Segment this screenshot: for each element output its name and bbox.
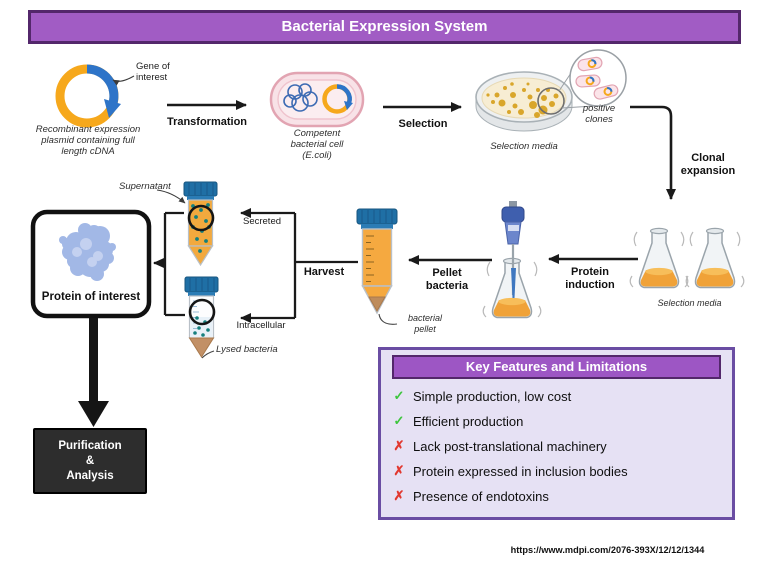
- lysed-bacteria-label: Lysed bacteria: [216, 344, 278, 355]
- protein-of-interest-label: Protein of interest: [41, 291, 141, 303]
- plasmid-icon: [55, 64, 135, 128]
- petri-dish-icon: [475, 63, 595, 132]
- step-transformation: Transformation: [166, 116, 248, 128]
- purification-analysis-box: Purification & Analysis: [33, 428, 147, 494]
- lysed-magnifier-ring: [188, 298, 216, 326]
- figure-title: Bacterial Expression System: [28, 10, 741, 44]
- cell-caption: Competent bacterial cell (E.coli): [290, 128, 344, 161]
- harvest-bracket: [240, 208, 358, 323]
- bacterial-cell-icon: [269, 71, 365, 128]
- cross-icon: ✗: [393, 488, 405, 503]
- step-selection: Selection: [398, 118, 448, 130]
- step-clonal-expansion: Clonal expansion: [680, 152, 736, 177]
- step-harvest: Harvest: [303, 266, 345, 278]
- key-feature-text: Protein expressed in inclusion bodies: [413, 463, 628, 479]
- key-feature-text: Simple production, low cost: [413, 388, 572, 404]
- supernatant-magnifier-ring: [187, 204, 215, 232]
- key-feature-item: ✓ Efficient production: [393, 413, 732, 429]
- key-feature-text: Efficient production: [413, 413, 524, 429]
- intracellular-label: Intracellular: [236, 320, 286, 331]
- lysed-tube-icon: [184, 276, 219, 359]
- to-purification-arrow: [78, 318, 109, 427]
- positive-clones-label: positive clones: [582, 103, 616, 125]
- dish-magnifier-circle: [537, 87, 565, 115]
- step-pellet-bacteria: Pellet bacteria: [425, 267, 469, 292]
- supernatant-tube-icon: [156, 181, 218, 267]
- positive-clones-icon: [569, 49, 627, 107]
- key-feature-item: ✓ Simple production, low cost: [393, 388, 732, 404]
- protein-of-interest-box: [30, 209, 152, 319]
- tubes-to-protein-bracket: [153, 211, 185, 317]
- clonal-expansion-arrow: [630, 105, 676, 200]
- falcon-tube-icon: [356, 208, 398, 325]
- check-icon: ✓: [393, 413, 405, 428]
- key-features-title: Key Features and Limitations: [392, 355, 721, 379]
- check-icon: ✓: [393, 388, 405, 403]
- cross-icon: ✗: [393, 463, 405, 478]
- selection-media-dish-label: Selection media: [490, 141, 558, 152]
- key-feature-text: Lack post-translational machinery: [413, 438, 607, 454]
- step-protein-induction: Protein induction: [565, 266, 615, 291]
- key-feature-item: ✗ Protein expressed in inclusion bodies: [393, 463, 732, 479]
- gene-of-interest-label: Gene of interest: [136, 61, 170, 83]
- key-feature-item: ✗ Lack post-translational machinery: [393, 438, 732, 454]
- key-feature-text: Presence of endotoxins: [413, 488, 549, 504]
- bacterial-pellet-label: bacterial pellet: [407, 313, 443, 334]
- cross-icon: ✗: [393, 438, 405, 453]
- secreted-label: Secreted: [242, 216, 282, 227]
- induction-flask-pipette-icon: [482, 201, 542, 319]
- selection-flasks-icon: [629, 227, 745, 289]
- plasmid-caption: Recombinant expression plasmid containin…: [35, 124, 141, 157]
- supernatant-label: Supernatant: [119, 181, 171, 192]
- selection-media-flasks-label: Selection media: [657, 298, 722, 308]
- source-url[interactable]: https://www.mdpi.com/2076-393X/12/12/134…: [510, 545, 705, 555]
- key-features-panel: Key Features and Limitations ✓ Simple pr…: [378, 347, 735, 520]
- key-feature-item: ✗ Presence of endotoxins: [393, 488, 732, 504]
